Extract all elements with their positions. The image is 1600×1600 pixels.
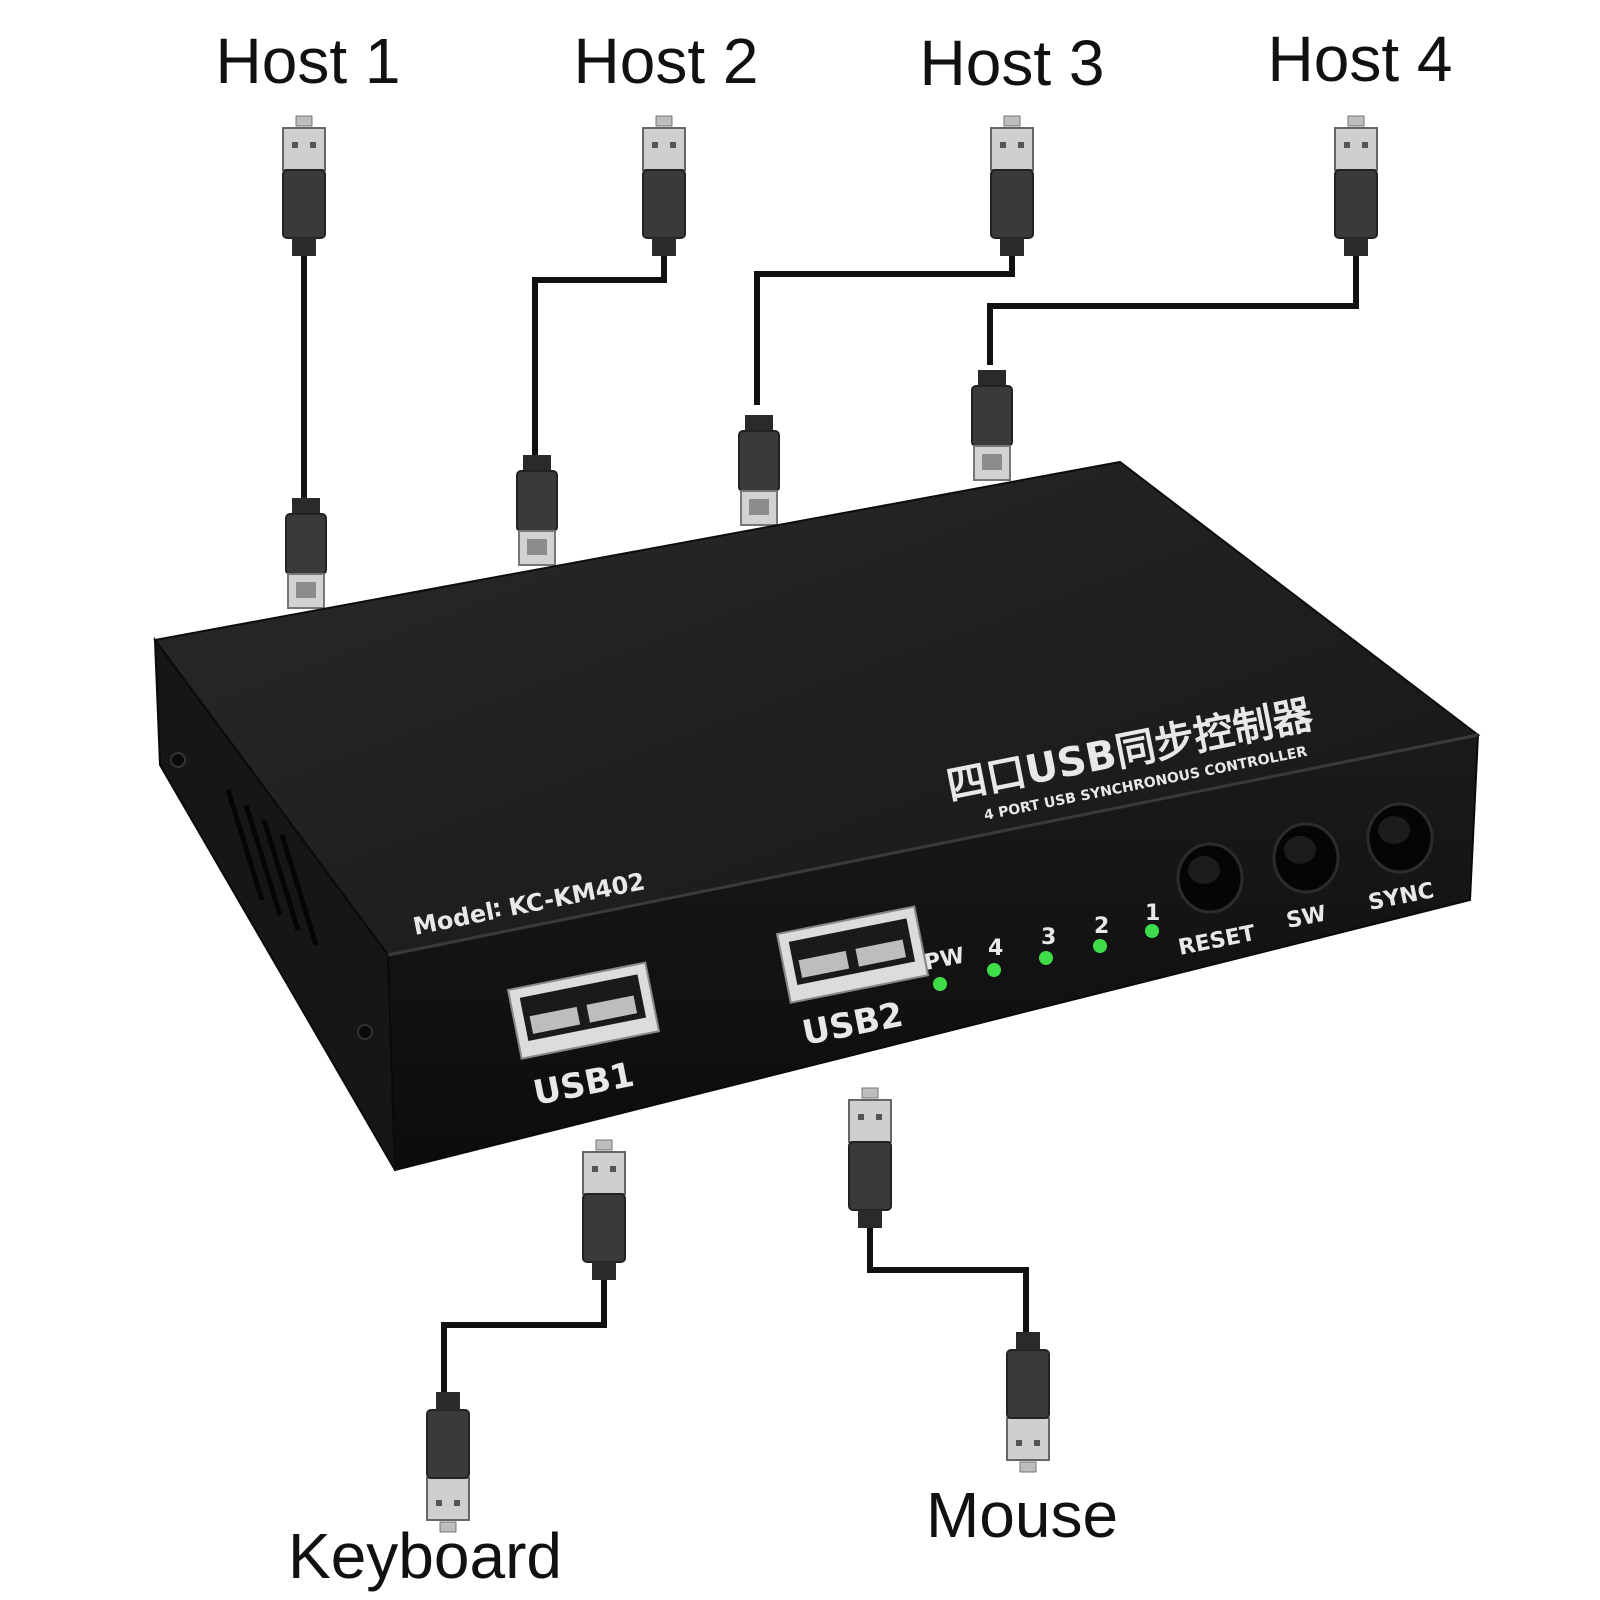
kvm-device: Model∶ KC-KM402 四口USB同步控制器 4 PORT USB SY… <box>153 460 1481 1172</box>
led-pw-icon <box>933 977 947 991</box>
led-label-1: 1 <box>1145 901 1160 926</box>
led-1-icon <box>1145 924 1159 938</box>
label-mouse: Mouse <box>926 1479 1118 1551</box>
usb2-port[interactable] <box>775 905 930 1004</box>
host-3-cable <box>738 115 1034 526</box>
host-4-cable <box>971 115 1378 481</box>
usb-a-plug-icon <box>282 115 326 257</box>
led-3-icon <box>1039 951 1053 965</box>
led-2-icon <box>1093 939 1107 953</box>
host-1-cable <box>282 115 327 609</box>
usb-a-plug-icon <box>1334 115 1378 257</box>
usb-a-plug-icon <box>848 1087 892 1229</box>
host-2-cable <box>516 115 686 566</box>
usb-a-plug-icon <box>1006 1331 1050 1473</box>
usb-b-plug-icon <box>738 414 780 526</box>
sw-button[interactable] <box>1272 822 1340 894</box>
mouse-cable <box>848 1087 1050 1473</box>
keyboard-cable <box>426 1139 626 1533</box>
sync-button[interactable] <box>1366 802 1434 874</box>
label-host-2: Host 2 <box>574 25 759 97</box>
usb-b-plug-icon <box>285 497 327 609</box>
usb-a-plug-icon <box>426 1391 470 1533</box>
led-label-3: 3 <box>1041 925 1056 950</box>
screw-icon <box>170 752 186 768</box>
vent-slots <box>225 789 319 946</box>
screw-icon <box>357 1024 373 1040</box>
usb-a-plug-icon <box>642 115 686 257</box>
label-keyboard: Keyboard <box>288 1520 562 1592</box>
usb-a-plug-icon <box>990 115 1034 257</box>
led-label-4: 4 <box>988 936 1003 961</box>
usb-b-plug-icon <box>971 369 1013 481</box>
usb-a-plug-icon <box>582 1139 626 1281</box>
usb-b-plug-icon <box>516 454 558 566</box>
label-host-1: Host 1 <box>216 25 401 97</box>
label-host-4: Host 4 <box>1268 23 1453 95</box>
reset-button[interactable] <box>1176 842 1244 914</box>
led-label-2: 2 <box>1094 914 1109 939</box>
led-4-icon <box>987 963 1001 977</box>
label-host-3: Host 3 <box>920 27 1105 99</box>
led-indicators: PW 4 3 2 1 <box>922 901 1160 991</box>
usb1-port[interactable] <box>506 961 661 1060</box>
